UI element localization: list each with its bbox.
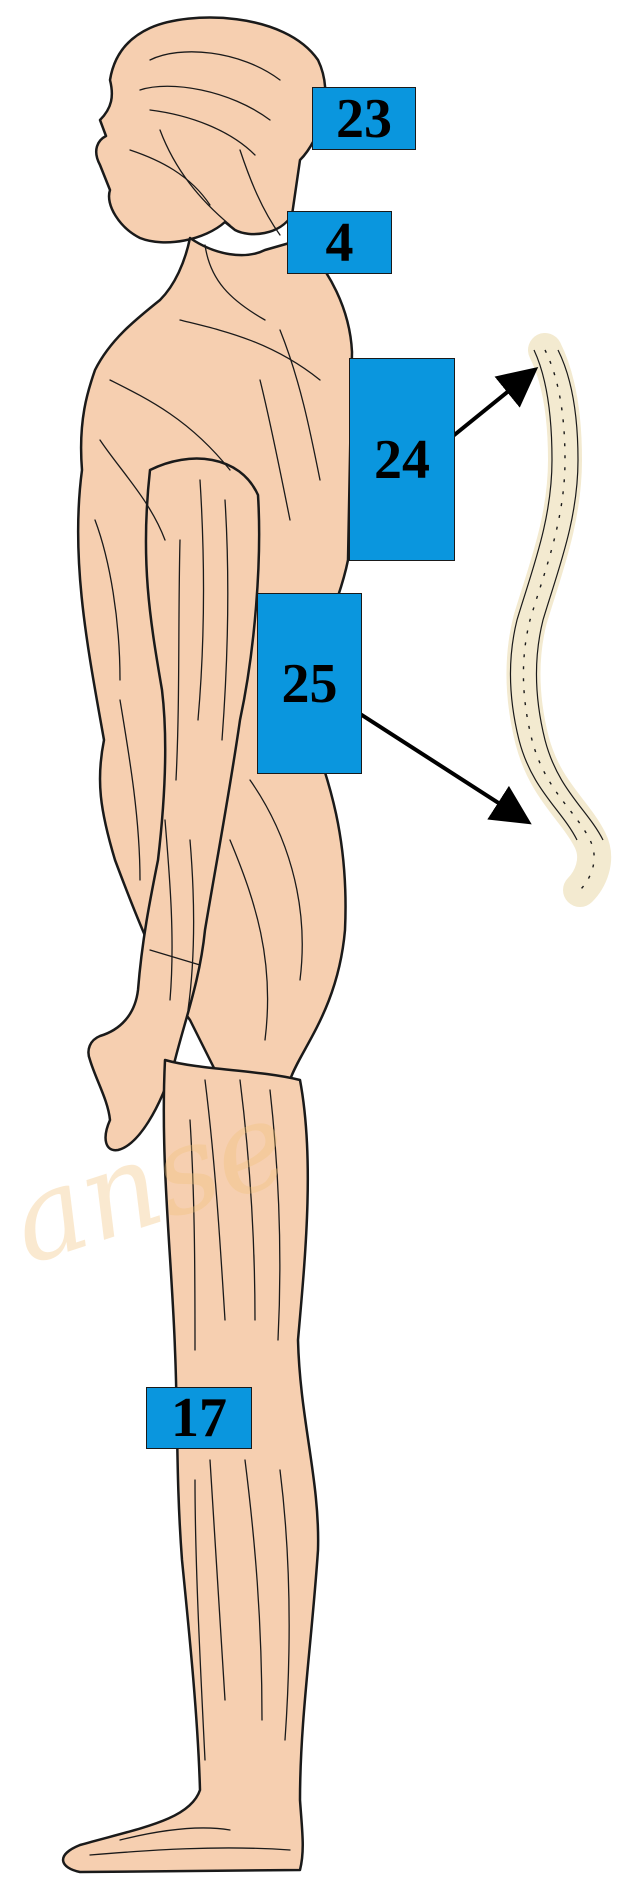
label-head: 23 [312, 87, 416, 150]
head [96, 18, 325, 243]
spine-illustration [510, 350, 603, 890]
leg [63, 1060, 318, 1872]
label-neck: 4 [287, 211, 392, 274]
label-upper-back: 24 [349, 358, 455, 561]
body-figure [63, 18, 352, 1872]
label-knee: 17 [146, 1387, 252, 1449]
label-lower-back: 25 [257, 593, 362, 774]
spine-column [523, 350, 594, 890]
arrow-lower-spine [340, 701, 525, 820]
